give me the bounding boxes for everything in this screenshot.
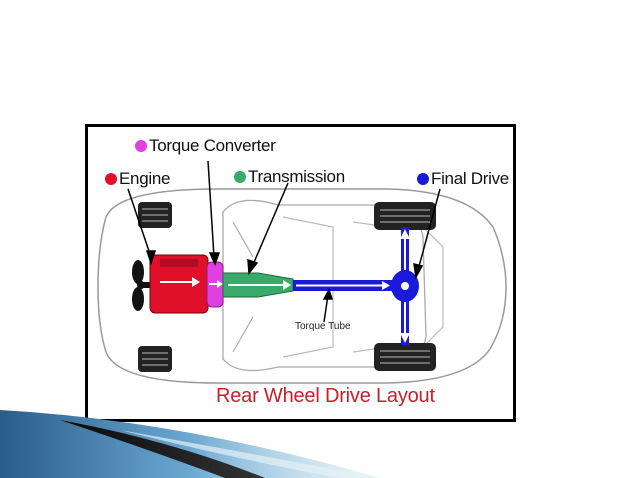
car-body-outline	[97, 188, 507, 384]
final-drive-dot-icon	[417, 173, 429, 185]
torque-converter-leader-head	[208, 252, 221, 266]
final-drive-leader-head	[413, 262, 424, 280]
car-illustration	[97, 160, 507, 384]
label-final-drive-text: Final Drive	[431, 169, 509, 188]
final-drive-leader	[417, 188, 441, 271]
label-transmission: Transmission	[234, 167, 345, 187]
transmission-dot-icon	[234, 171, 246, 183]
label-engine: Engine	[105, 169, 170, 189]
torque-tube-shaft	[293, 280, 393, 291]
rear-left-wheel	[374, 202, 436, 230]
leader-arrows	[127, 160, 441, 323]
rear-right-wheel	[374, 343, 436, 371]
final-drive-unit	[391, 270, 419, 302]
cooling-fan	[132, 260, 151, 311]
transmission-leader	[251, 182, 289, 268]
front-right-wheel	[138, 346, 172, 372]
label-final-drive: Final Drive	[417, 169, 509, 189]
car-cabin-outline	[222, 199, 427, 372]
torque-converter-dot-icon	[135, 140, 147, 152]
label-engine-text: Engine	[119, 169, 171, 188]
roof-front	[232, 221, 254, 353]
transmission-leader-head	[247, 258, 259, 275]
rear-window	[417, 221, 444, 353]
torque-converter-leader	[207, 160, 215, 258]
label-torque-converter-text: Torque Converter	[149, 136, 276, 155]
torque-tube-leader-head	[322, 288, 334, 300]
label-torque-tube: Torque Tube	[295, 321, 351, 332]
engine-dot-icon	[105, 173, 117, 185]
label-torque-converter: Torque Converter	[135, 136, 276, 156]
label-transmission-text: Transmission	[248, 167, 345, 186]
diagram-caption: Rear Wheel Drive Layout	[216, 385, 435, 407]
diagram-frame: Torque Converter Engine Transmission Fin…	[85, 124, 516, 422]
engine-leader	[127, 188, 152, 258]
front-left-wheel	[138, 202, 172, 228]
engine-leader-head	[145, 250, 157, 266]
rear-wheel-drive-diagram: Torque Converter Engine Transmission Fin…	[88, 127, 513, 419]
